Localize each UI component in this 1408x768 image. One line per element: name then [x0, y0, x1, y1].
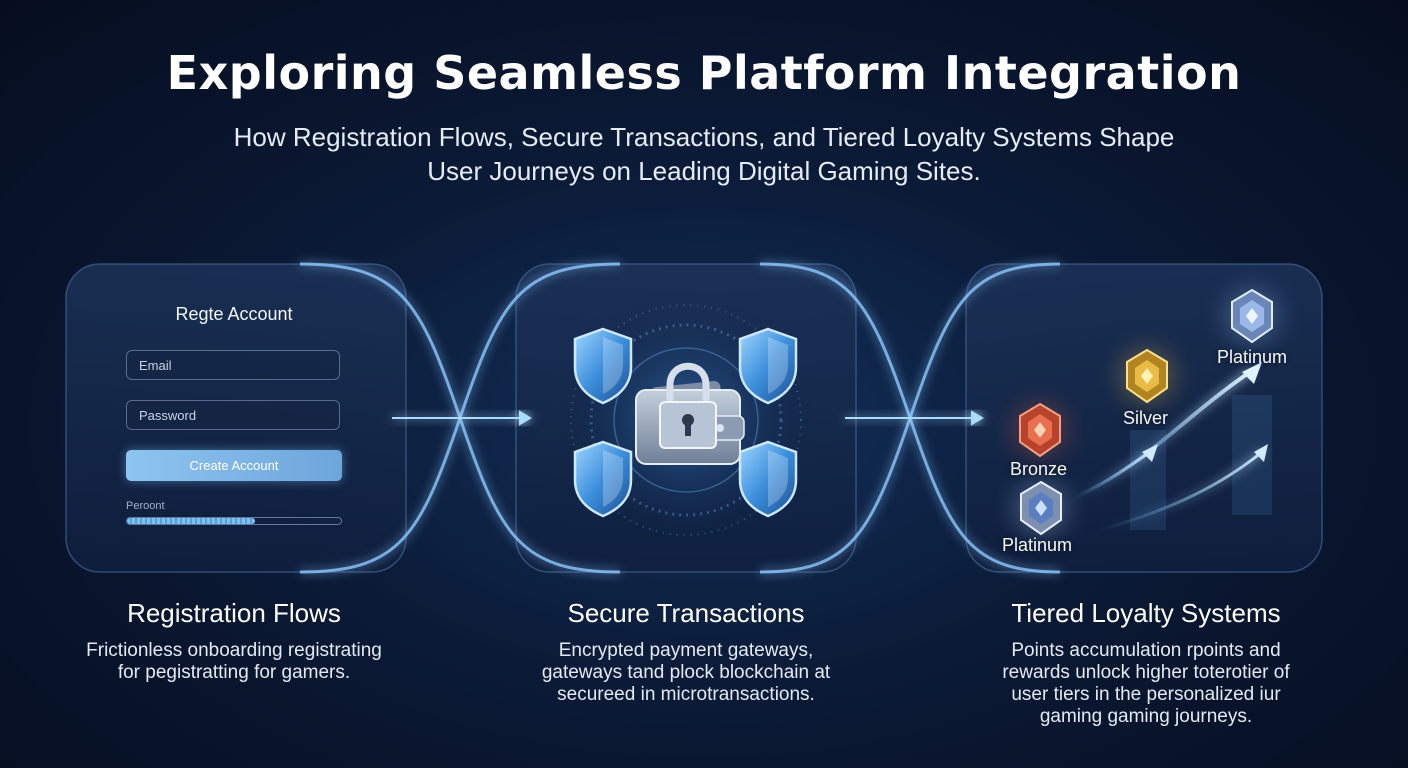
shield-icon: [573, 440, 633, 518]
registration-title: Regte Account: [175, 304, 293, 324]
tier-label-platinum-top: Platinum: [1217, 347, 1288, 367]
subtitle-line-2: User Journeys on Leading Digital Gaming …: [427, 156, 981, 186]
growth-arrows: [1068, 370, 1264, 532]
arrowheads: [1142, 362, 1268, 462]
subtitle-line-1: How Registration Flows, Secure Transacti…: [233, 122, 1175, 152]
desc-line: gaming gaming journeys.: [1039, 706, 1253, 727]
section-heading-transactions: Secure Transactions: [567, 598, 805, 628]
shield-icon: [573, 327, 633, 405]
email-field[interactable]: Email: [126, 350, 340, 380]
desc-line: secureed in microtransactions.: [557, 684, 815, 705]
desc-line: Encrypted payment gateways,: [558, 640, 814, 661]
encryption-rings: [570, 304, 802, 536]
flow-arrows: [392, 410, 984, 426]
desc-line: gateways tand plock blockchain at: [541, 662, 831, 683]
registration-card: Regte Account Email Password Create Acco…: [66, 264, 406, 572]
progress-fill: [127, 518, 256, 524]
tier-label-bronze: Bronze: [1010, 459, 1068, 479]
section-heading-registration: Registration Flows: [127, 598, 341, 628]
page-title: Exploring Seamless Platform Integration: [166, 46, 1242, 100]
create-account-button[interactable]: Create Account: [126, 450, 342, 481]
tier-label-platinum-bottom: Platinum: [1002, 535, 1073, 555]
page-subtitle: How Registration Flows, Secure Transacti…: [0, 120, 1408, 188]
shield-icon: [738, 327, 798, 405]
bronze-badge-icon: [1010, 400, 1070, 460]
section-desc-loyalty: Points accumulation rpoints and rewards …: [946, 640, 1346, 728]
progress-label: Peroont: [126, 500, 165, 512]
tier-label-silver: Silver: [1123, 408, 1169, 428]
desc-line: user tiers in the personalized iur: [1011, 684, 1281, 705]
section-desc-transactions: Encrypted payment gateways, gateways tan…: [486, 640, 886, 706]
password-field[interactable]: Password: [126, 400, 340, 430]
desc-line: for pegistratting for gamers.: [117, 662, 351, 683]
wallet-lock-icon: [635, 362, 745, 465]
silver-badge-icon: [1117, 346, 1177, 406]
section-heading-loyalty: Tiered Loyalty Systems: [1011, 598, 1281, 628]
desc-line: rewards unlock higher toterotier of: [1002, 662, 1290, 683]
desc-line: Points accumulation rpoints and: [1011, 640, 1281, 661]
light-pillars: [1130, 395, 1272, 530]
registration-progress-bar: [126, 517, 342, 525]
platinum-badge-icon: [1222, 286, 1282, 346]
platinum-badge-icon: [1011, 478, 1071, 538]
desc-line: Frictionless onboarding registrating: [86, 640, 382, 661]
shield-icon: [738, 440, 798, 518]
section-desc-registration: Frictionless onboarding registrating for…: [34, 640, 434, 684]
